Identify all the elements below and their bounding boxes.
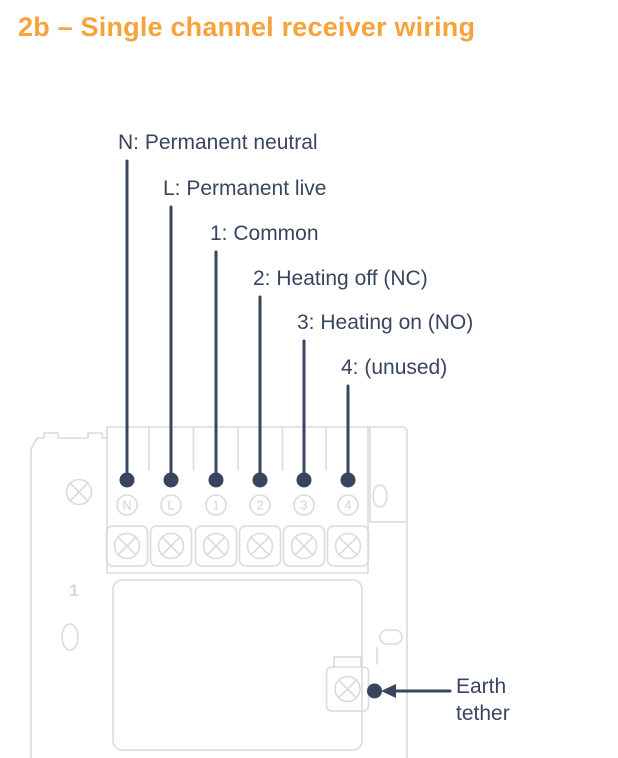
terminal-screw-icon — [202, 532, 230, 560]
wire-label-2: 2: Heating off (NC) — [253, 267, 428, 290]
terminal-screw-icon — [334, 532, 362, 560]
terminal-marking-2: 2 — [257, 499, 264, 513]
wire-label-l: L: Permanent live — [163, 177, 327, 200]
earth-screw-icon — [334, 675, 361, 703]
cable-hole-left — [61, 623, 79, 651]
earth-tether-callout — [367, 683, 452, 699]
fixing-screw-icon — [65, 478, 93, 506]
wire-label-4: 4: (unused) — [341, 356, 448, 379]
terminal-screw-icon — [290, 532, 318, 560]
terminal-marking-circles — [116, 494, 359, 516]
wire-leader-lines — [125, 159, 350, 476]
terminal-dot-n — [119, 472, 135, 488]
terminal-marking-3: 3 — [301, 499, 308, 513]
wire-label-1: 1: Common — [210, 222, 319, 245]
terminal-dots — [119, 472, 356, 488]
wire-label-n: N: Permanent neutral — [118, 131, 318, 154]
terminal-screw-icon — [157, 532, 185, 560]
terminal-markings: N L 1 2 3 4 — [122, 499, 351, 513]
screw-terminals — [105, 525, 370, 567]
mounting-slot-right — [372, 484, 388, 508]
terminal-dot-1 — [208, 472, 224, 488]
terminal-screw-icon — [113, 532, 141, 560]
terminal-screw-icon — [246, 532, 274, 560]
terminal-dot-3 — [296, 472, 312, 488]
slot-right-small — [379, 629, 403, 645]
terminal-marking-n: N — [122, 499, 131, 513]
terminal-marking-1: 1 — [213, 499, 220, 513]
earth-tether-dot — [367, 683, 382, 699]
terminal-dot-l — [163, 472, 179, 488]
earth-tether-label: Earth tether — [456, 675, 510, 725]
terminal-dot-2 — [252, 472, 268, 488]
terminal-marking-l: L — [168, 499, 175, 513]
page-title: 2b – Single channel receiver wiring — [18, 12, 476, 42]
receiver-backplate-outline — [30, 426, 408, 758]
backplate-outer-edge — [30, 426, 408, 758]
backplate-marking: 1 — [69, 581, 78, 600]
wire-label-3: 3: Heating on (NO) — [297, 311, 474, 334]
terminal-marking-4: 4 — [345, 499, 352, 513]
terminal-dot-4 — [340, 472, 356, 488]
backplate-inner-panel — [112, 579, 363, 751]
earth-tether-arrowhead — [381, 684, 396, 698]
